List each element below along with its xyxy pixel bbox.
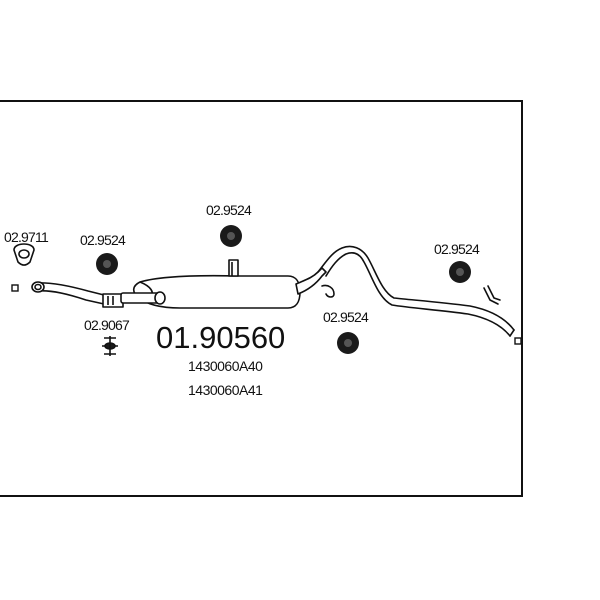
part-label-29524-a: 02.9524 [80, 232, 126, 248]
oem-ref-2: 1430060A41 [188, 382, 263, 398]
rubber-mount-icon [96, 253, 118, 275]
part-label-29711: 02.9711 [4, 229, 49, 245]
oem-ref-1: 1430060A40 [188, 358, 263, 374]
part-label-29067: 02.9067 [84, 317, 130, 333]
bolt-kit-icon [102, 336, 118, 356]
rubber-mount-icon [220, 225, 242, 247]
rubber-mount-icon [449, 261, 471, 283]
part-label-29524-c: 02.9524 [323, 309, 369, 325]
front-pipe [31, 281, 124, 308]
muffler [120, 259, 327, 309]
pipe-end-marker-left [11, 284, 19, 292]
rubber-mount-icon [337, 332, 359, 354]
tail-pipe [317, 245, 515, 337]
pipe-end-marker-right [514, 337, 522, 345]
part-label-29524-d: 02.9524 [434, 241, 480, 257]
diagram-frame [0, 100, 523, 497]
part-label-29524-b: 02.9524 [206, 202, 252, 218]
main-part-number: 01.90560 [156, 320, 285, 355]
clamp-ring-icon [13, 243, 35, 266]
